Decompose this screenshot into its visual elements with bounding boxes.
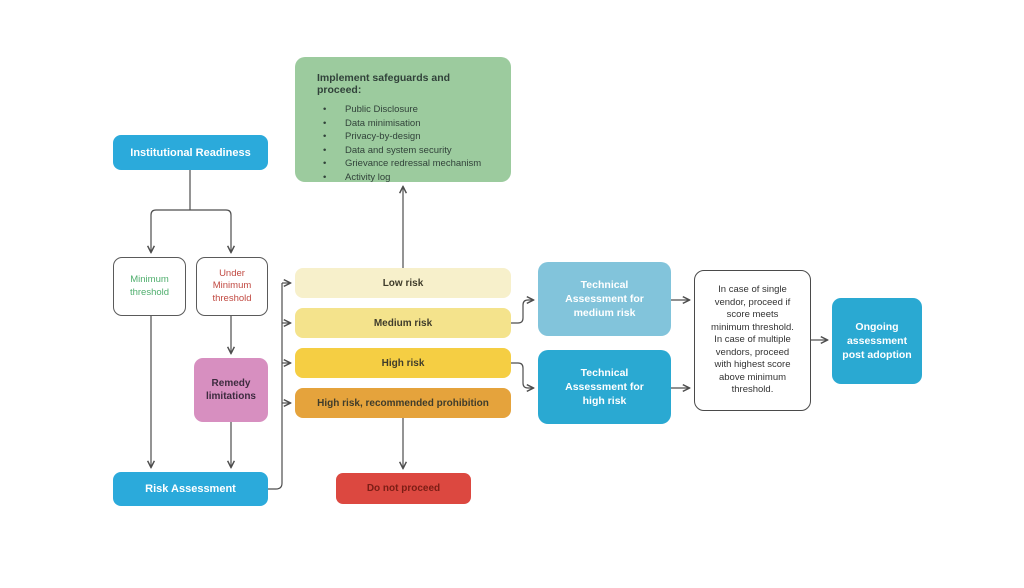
vendor-selection-note: In case of single vendor, proceed if sco…: [694, 270, 811, 411]
remedy-limitations-label: Remedy limitations: [205, 378, 256, 402]
safeguards-item: Data and system security: [317, 144, 481, 158]
medium-risk-label: Medium risk: [373, 317, 433, 329]
low-risk-label: Low risk: [382, 277, 424, 289]
technical-assessment-high-node: Technical Assessment for high risk: [538, 350, 671, 424]
risk-assessment-node: Risk Assessment: [113, 472, 268, 506]
minimum-threshold-node: Minimum threshold: [113, 257, 186, 316]
technical-assessment-medium-node: Technical Assessment for medium risk: [538, 262, 671, 336]
institutional-readiness-label: Institutional Readiness: [130, 146, 251, 159]
minimum-threshold-label: Minimum threshold: [129, 274, 170, 298]
safeguards-item: Privacy-by-design: [317, 130, 481, 144]
safeguards-title: Implement safeguards and proceed:: [317, 72, 451, 96]
medium-risk-bar: Medium risk: [295, 308, 511, 338]
ongoing-assessment-label: Ongoing assessment post adoption: [842, 320, 912, 362]
institutional-readiness-node: Institutional Readiness: [113, 135, 268, 170]
high-risk-label: High risk: [381, 357, 425, 369]
high-risk-bar: High risk: [295, 348, 511, 378]
safeguards-list: Public Disclosure Data minimisation Priv…: [317, 103, 481, 184]
under-minimum-threshold-label: Under Minimum threshold: [212, 267, 252, 304]
vendor-selection-note-text: In case of single vendor, proceed if sco…: [711, 284, 794, 396]
safeguards-node: Implement safeguards and proceed: Public…: [295, 57, 511, 184]
connector-medium-to-tech-medium: [511, 300, 533, 324]
connector-high-to-tech-high: [511, 362, 533, 388]
connector-to-under-minimum: [190, 209, 231, 252]
connector-risk-assessment-riser: [268, 283, 283, 490]
safeguards-item: Grievance redressal mechanism: [317, 157, 481, 171]
safeguards-item: Activity log: [317, 171, 481, 185]
high-risk-prohibition-bar: High risk, recommended prohibition: [295, 388, 511, 418]
do-not-proceed-node: Do not proceed: [336, 473, 471, 504]
remedy-limitations-node: Remedy limitations: [194, 358, 268, 422]
do-not-proceed-label: Do not proceed: [366, 483, 441, 494]
connector-to-minimum-threshold: [151, 209, 190, 252]
technical-assessment-high-label: Technical Assessment for high risk: [565, 366, 644, 408]
low-risk-bar: Low risk: [295, 268, 511, 298]
high-risk-prohibition-label: High risk, recommended prohibition: [317, 397, 489, 409]
technical-assessment-medium-label: Technical Assessment for medium risk: [565, 278, 644, 320]
risk-assessment-label: Risk Assessment: [145, 483, 236, 495]
safeguards-item: Data minimisation: [317, 117, 481, 131]
ongoing-assessment-node: Ongoing assessment post adoption: [832, 298, 922, 384]
safeguards-item: Public Disclosure: [317, 103, 481, 117]
under-minimum-threshold-node: Under Minimum threshold: [196, 257, 268, 316]
